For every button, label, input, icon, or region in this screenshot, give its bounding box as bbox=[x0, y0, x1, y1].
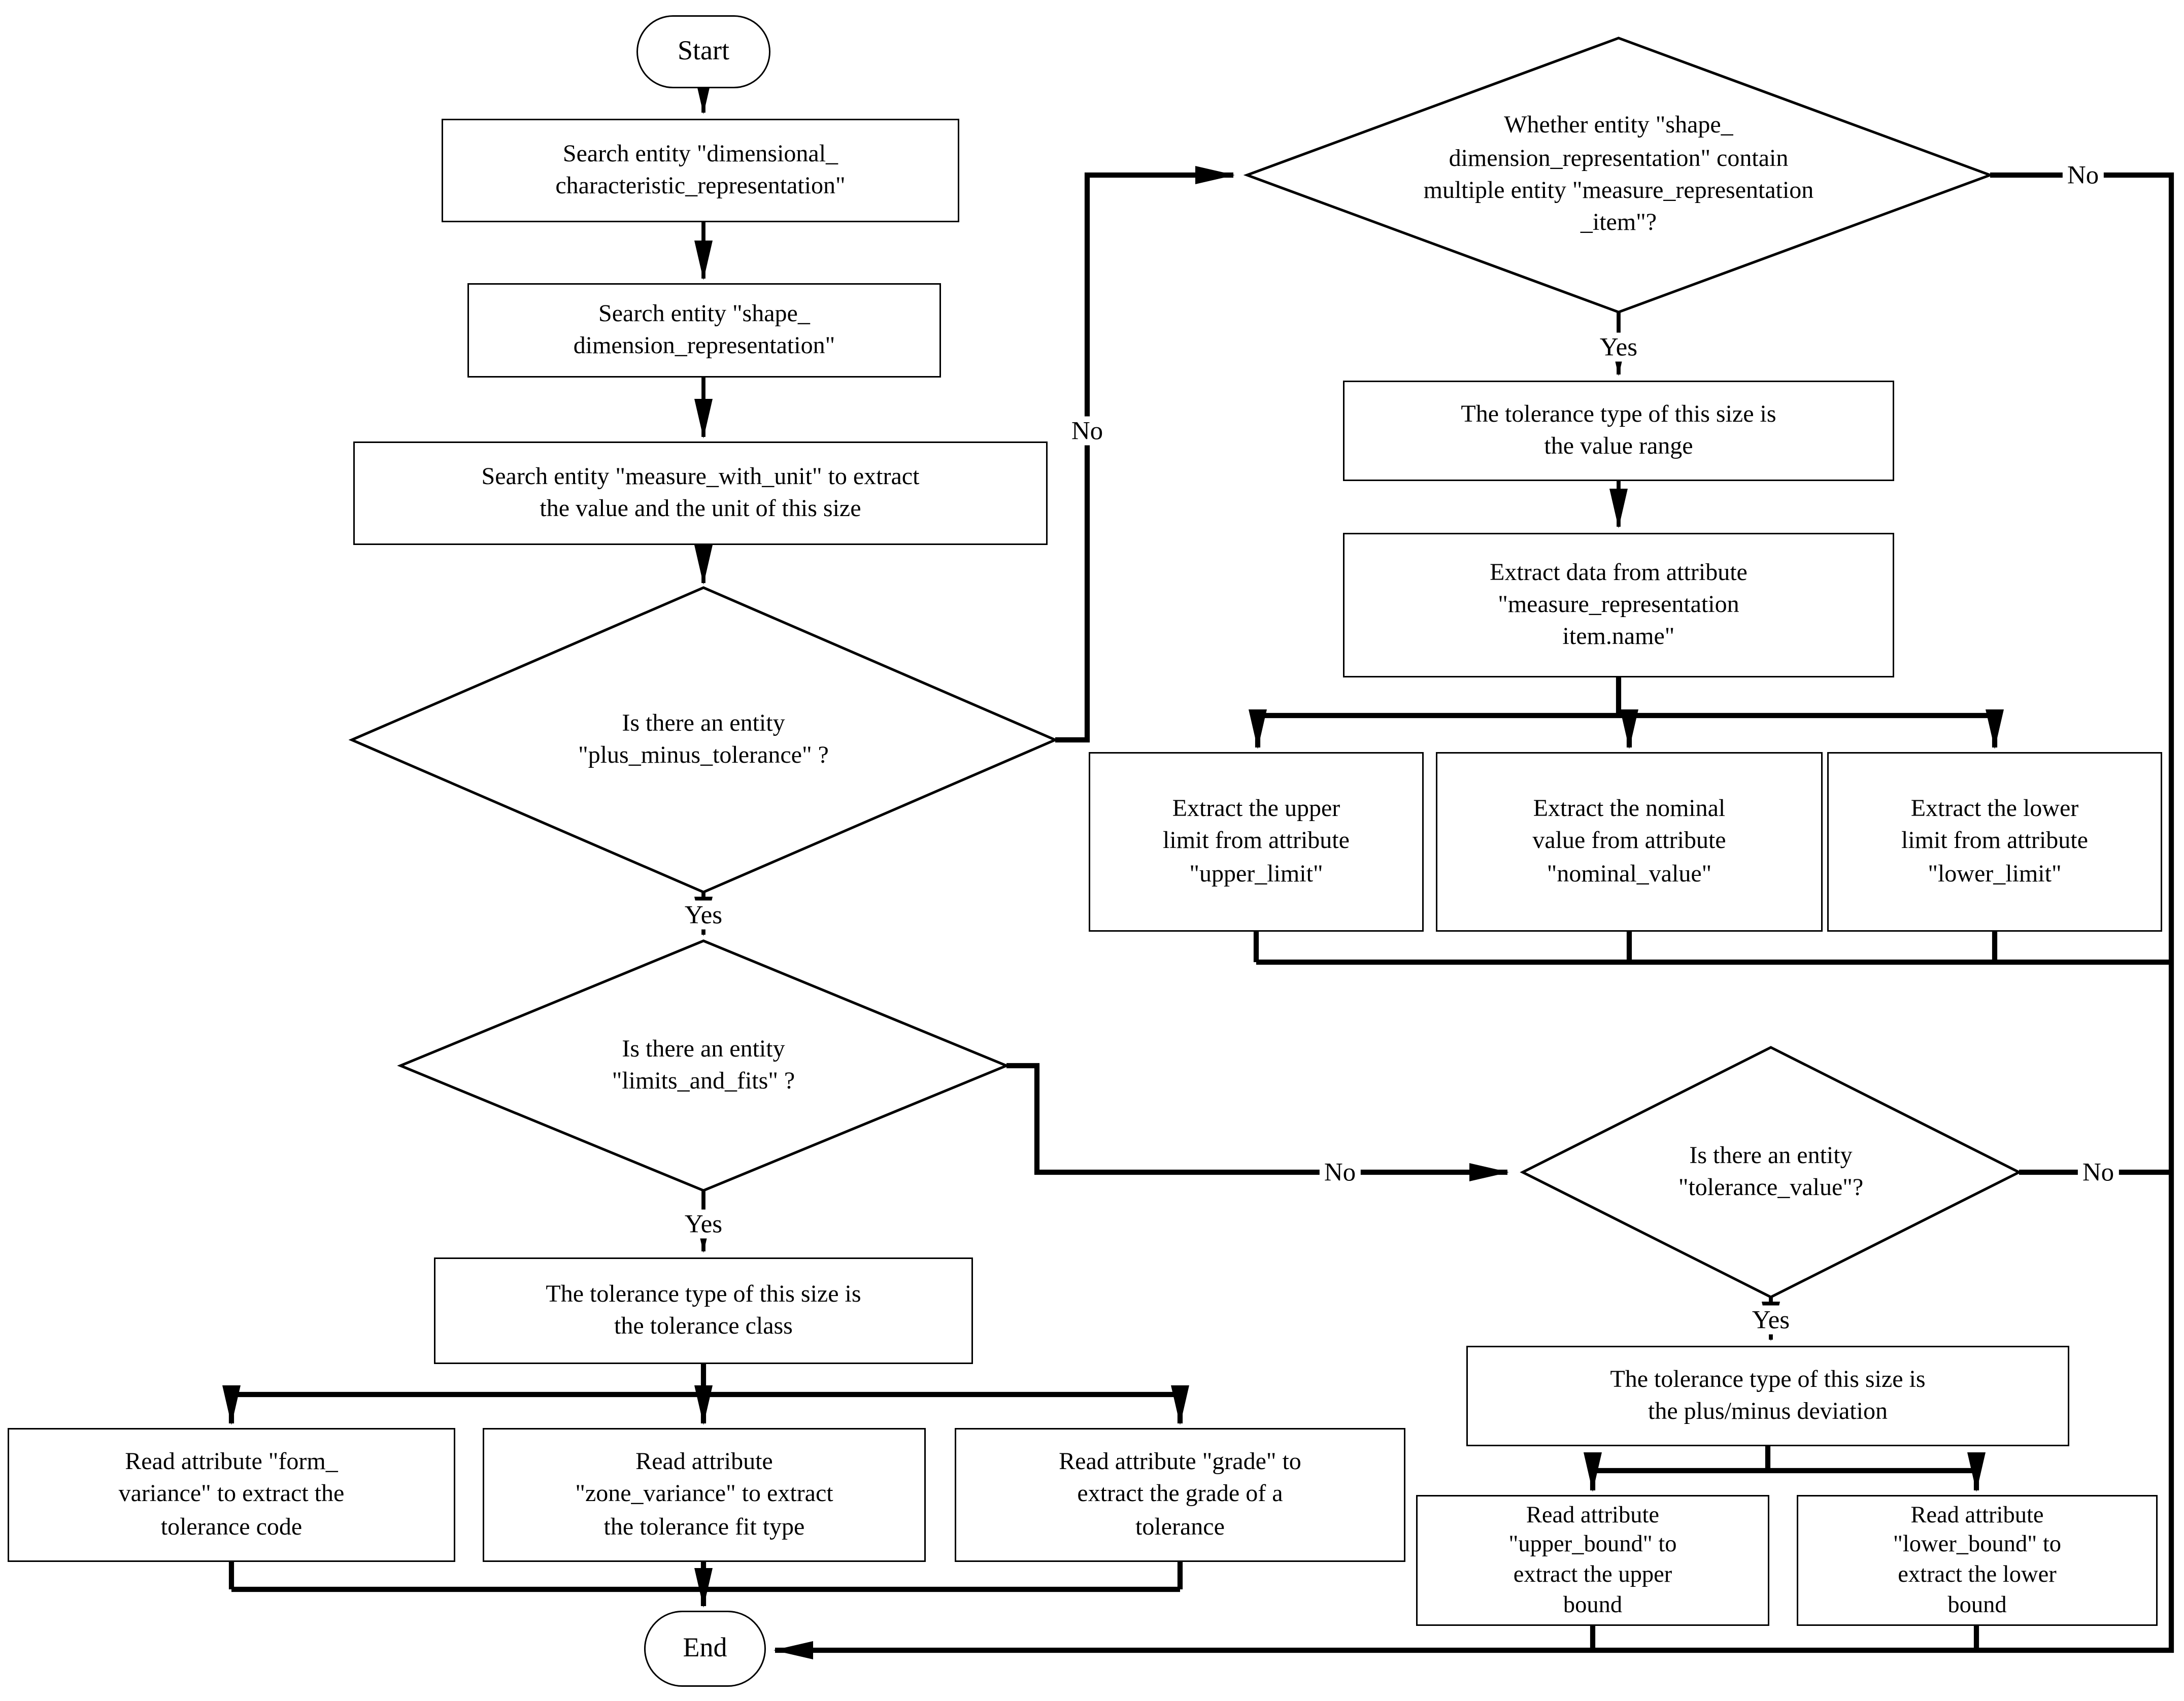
edge-label-yes-plus-minus: Yes bbox=[680, 900, 727, 930]
end-terminator: End bbox=[644, 1611, 766, 1687]
step-extract-nominal-value: Extract the nominal value from attribute… bbox=[1436, 752, 1823, 932]
start-terminator: Start bbox=[636, 15, 770, 88]
diamond-tolerance-value bbox=[1520, 1046, 2022, 1299]
step-search-measure-with-unit: Search entity "measure_with_unit" to ext… bbox=[353, 441, 1048, 545]
step-extract-upper-limit: Extract the upper limit from attribute "… bbox=[1089, 752, 1424, 932]
diamond-multiple-measure-item bbox=[1243, 37, 1994, 314]
diamond-limits-and-fits bbox=[397, 939, 1010, 1192]
step-tolerance-type-plus-minus-deviation: The tolerance type of this size is the p… bbox=[1466, 1346, 2069, 1446]
step-read-form-variance: Read attribute "form_ variance" to extra… bbox=[8, 1428, 455, 1562]
step-search-shape-dimension: Search entity "shape_ dimension_represen… bbox=[467, 283, 941, 378]
decision-limits-and-fits: Is there an entity "limits_and_fits" ? bbox=[612, 1036, 795, 1095]
step-tolerance-type-value-range: The tolerance type of this size is the v… bbox=[1343, 381, 1894, 481]
step-read-lower-bound: Read attribute "lower_bound" to extract … bbox=[1797, 1495, 2158, 1626]
edge-label-yes-multiple-item: Yes bbox=[1595, 332, 1642, 362]
edge-label-yes-limits-fits: Yes bbox=[680, 1209, 727, 1239]
step-extract-item-name: Extract data from attribute "measure_rep… bbox=[1343, 533, 1894, 677]
decision-tolerance-value: Is there an entity "tolerance_value"? bbox=[1678, 1142, 1864, 1201]
edge-label-yes-tolerance-value: Yes bbox=[1747, 1305, 1795, 1335]
decision-diamond-shapes bbox=[348, 37, 2022, 1299]
edge-label-no-limits-fits: No bbox=[1319, 1158, 1361, 1187]
edge-label-no-plus-minus: No bbox=[1066, 416, 1108, 446]
decision-plus-minus-tolerance: Is there an entity "plus_minus_tolerance… bbox=[578, 710, 829, 769]
step-tolerance-type-class: The tolerance type of this size is the t… bbox=[434, 1257, 973, 1364]
edge-label-no-multiple-item: No bbox=[2062, 160, 2104, 190]
step-extract-lower-limit: Extract the lower limit from attribute "… bbox=[1827, 752, 2162, 932]
decision-multiple-measure-item: Whether entity "shape_ dimension_represe… bbox=[1423, 113, 1814, 237]
step-read-grade: Read attribute "grade" to extract the gr… bbox=[955, 1428, 1405, 1562]
step-search-dimensional-characteristic: Search entity "dimensional_ characterist… bbox=[442, 119, 959, 222]
edge-label-no-tolerance-value: No bbox=[2077, 1158, 2119, 1187]
step-read-upper-bound: Read attribute "upper_bound" to extract … bbox=[1416, 1495, 1769, 1626]
diamond-plus-minus-tolerance bbox=[348, 586, 1059, 894]
step-read-zone-variance: Read attribute "zone_variance" to extrac… bbox=[483, 1428, 926, 1562]
